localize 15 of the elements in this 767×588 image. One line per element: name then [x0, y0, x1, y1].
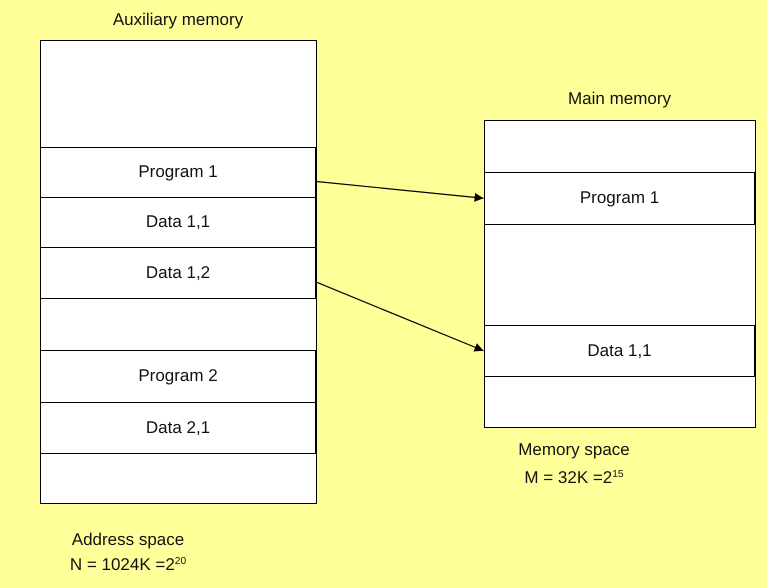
space-label: Address space — [70, 530, 186, 550]
memory-block — [40, 452, 316, 504]
block-label: Program 1 — [580, 188, 660, 208]
space-label: M = 32K =2$^{15}$ — [523, 468, 625, 488]
block-label: Program 1 — [138, 162, 218, 182]
space-label: Memory space — [517, 440, 631, 460]
memory-block — [484, 376, 756, 428]
block-label: Data 1,1 — [146, 212, 210, 232]
block-label: Data 1,1 — [587, 340, 652, 361]
column-heading: Auxiliary memory — [112, 10, 244, 30]
block-label: Program 2 — [138, 366, 218, 386]
column-heading: Main memory — [567, 89, 672, 109]
space-label: N = 1024K =2$^{20}$ — [68, 555, 188, 575]
block-label: Data 1,2 — [146, 262, 210, 283]
block-label: Data 2,1 — [146, 418, 210, 438]
